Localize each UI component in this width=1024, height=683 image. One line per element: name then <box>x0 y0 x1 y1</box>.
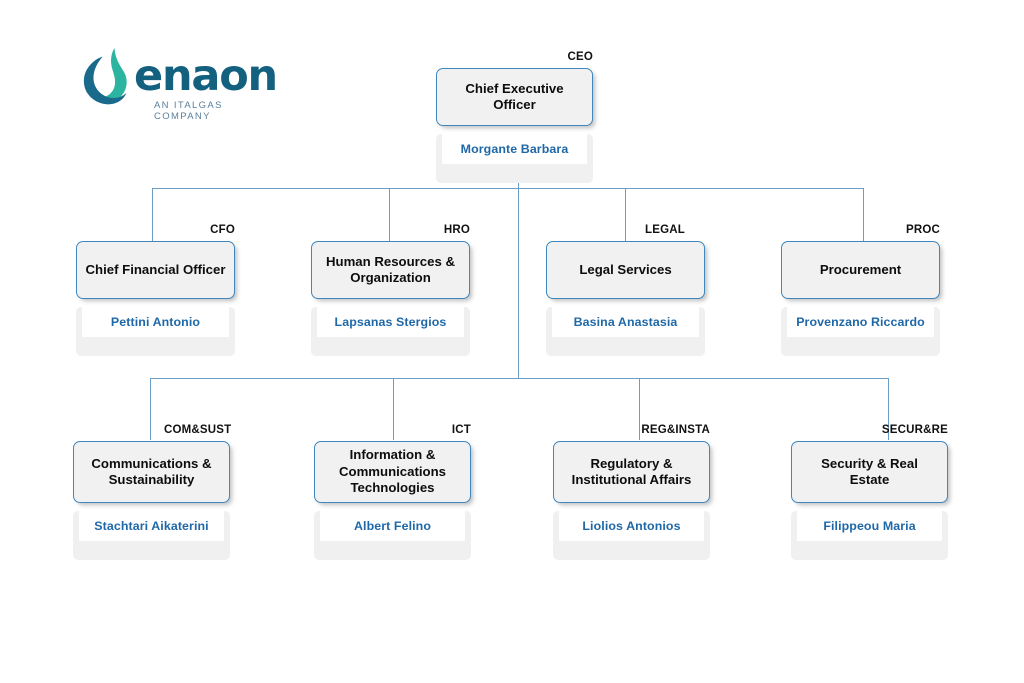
org-node-box[interactable]: Security & Real Estate <box>791 441 948 503</box>
org-node-code: ICT <box>451 424 471 436</box>
org-node-person: Lapsanas Stergios <box>317 307 464 337</box>
org-node-title: Chief Executive Officer <box>465 80 564 113</box>
connector-ceo-stem <box>518 170 519 379</box>
org-node-title: Human Resources & Organization <box>326 253 455 286</box>
org-node-person-shadow: Albert Felino <box>314 511 471 560</box>
connector-drop-cfo <box>152 188 153 243</box>
org-node-person-shadow: Filippeou Maria <box>791 511 948 560</box>
logo-wordmark: enaon <box>134 51 278 101</box>
org-node-code: COM&SUST <box>164 424 232 436</box>
org-node-box[interactable]: Procurement <box>781 241 940 299</box>
connector-drop-legal <box>625 188 626 243</box>
org-node-title: Chief Financial Officer <box>85 261 226 277</box>
org-node-person-shadow: Morgante Barbara <box>436 134 593 183</box>
org-node-code: HRO <box>443 224 470 236</box>
company-logo: enaon AN ITALGAS COMPANY <box>78 46 278 122</box>
org-node-box[interactable]: Information & Communications Technologie… <box>314 441 471 503</box>
org-node-title: Legal Services <box>579 261 672 277</box>
org-node-person-shadow: Basina Anastasia <box>546 307 705 356</box>
org-node-title: Communications & Sustainability <box>91 455 212 488</box>
org-node-person: Provenzano Riccardo <box>787 307 934 337</box>
enaon-flame-droplet-icon <box>83 48 127 105</box>
org-node-box[interactable]: Human Resources & Organization <box>311 241 470 299</box>
org-node-title: Regulatory & Institutional Affairs <box>571 455 692 488</box>
org-node-code: LEGAL <box>645 224 685 236</box>
org-node-box[interactable]: Legal Services <box>546 241 705 299</box>
org-node-code: SECUR&RE <box>881 424 948 436</box>
connector-drop-ict <box>393 378 394 440</box>
connector-drop-comsust <box>150 378 151 440</box>
org-node-box[interactable]: Chief Executive Officer <box>436 68 593 126</box>
org-node-title: Security & Real Estate <box>821 455 918 488</box>
connector-level2-bus <box>152 188 864 189</box>
org-node-title: Procurement <box>819 261 902 277</box>
logo-tagline: AN ITALGAS COMPANY <box>154 100 223 122</box>
connector-drop-hro <box>389 188 390 243</box>
connector-drop-securre <box>888 378 889 440</box>
org-node-person: Morgante Barbara <box>442 134 587 164</box>
org-node-box[interactable]: Communications & Sustainability <box>73 441 230 503</box>
org-node-person-shadow: Provenzano Riccardo <box>781 307 940 356</box>
org-node-person: Filippeou Maria <box>797 511 942 541</box>
connector-drop-reginsta <box>639 378 640 440</box>
org-node-person: Liolios Antonios <box>559 511 704 541</box>
org-node-person-shadow: Pettini Antonio <box>76 307 235 356</box>
org-node-code: CEO <box>567 51 593 63</box>
org-node-code: CFO <box>210 224 235 236</box>
org-node-code: REG&INSTA <box>641 424 710 436</box>
org-node-person: Pettini Antonio <box>82 307 229 337</box>
org-node-person-shadow: Lapsanas Stergios <box>311 307 470 356</box>
org-node-title: Information & Communications Technologie… <box>339 447 446 496</box>
org-node-person: Basina Anastasia <box>552 307 699 337</box>
org-node-person-shadow: Liolios Antonios <box>553 511 710 560</box>
org-node-person: Stachtari Aikaterini <box>79 511 224 541</box>
connector-drop-proc <box>863 188 864 243</box>
org-node-person: Albert Felino <box>320 511 465 541</box>
org-node-code: PROC <box>905 224 940 236</box>
org-node-box[interactable]: Regulatory & Institutional Affairs <box>553 441 710 503</box>
connector-level3-bus <box>150 378 889 379</box>
org-node-person-shadow: Stachtari Aikaterini <box>73 511 230 560</box>
org-node-box[interactable]: Chief Financial Officer <box>76 241 235 299</box>
